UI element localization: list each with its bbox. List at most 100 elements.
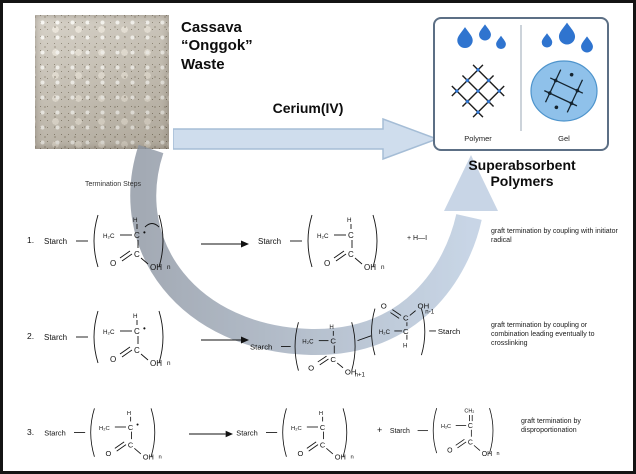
reaction-arrow [201, 336, 249, 344]
atom-h2c: H₂C [103, 329, 115, 336]
subscript-n: n [496, 451, 499, 457]
atom-starch: Starch [250, 342, 272, 351]
termination-note-2: graft termination by coupling or combina… [491, 322, 595, 348]
atom-starch: Starch [236, 428, 257, 437]
atom-oh: OH [482, 451, 492, 458]
atom-o: O [110, 355, 116, 364]
atom-o: O [447, 447, 453, 454]
subscript-n: n [381, 264, 385, 271]
subscript-n: n [167, 264, 171, 271]
cassava-photo [35, 15, 169, 149]
reaction-arrow [189, 430, 233, 438]
bonds [281, 308, 436, 371]
subscript-n: n [159, 455, 162, 461]
bonds [76, 310, 164, 364]
atom-starch: Starch [258, 237, 281, 246]
atom-c: C [128, 440, 134, 449]
structure-starch-product: Starch H₂C C H C O OH n [258, 214, 385, 272]
atom-c: C [403, 313, 409, 322]
atom-o: O [381, 302, 387, 311]
termination-note-1: graft termination by coupling with initi… [491, 228, 618, 245]
radical-dot: • [143, 228, 146, 237]
atom-h2c: H₂C [103, 233, 115, 240]
atom-h: H [319, 411, 323, 417]
structure-starch-radical: Starch H₂C C H • C O OH n [44, 214, 171, 272]
atom-ch2: CH₂ [464, 408, 474, 414]
atom-oh: OH [418, 302, 430, 311]
atom-c: C [330, 355, 336, 364]
atom-oh: OH [150, 359, 162, 368]
process-arrow [173, 117, 440, 161]
product-label: Superabsorbent Polymers [468, 157, 576, 190]
atom-oh: OH [150, 263, 162, 272]
atom-c: C [320, 440, 326, 449]
atom-h: H [127, 411, 131, 417]
atom-h: H [133, 313, 138, 320]
subscript-n-plus: n+1 [355, 371, 366, 378]
subscript-n: n [351, 455, 354, 461]
atom-o: O [106, 449, 112, 458]
atom-o: O [308, 364, 314, 373]
atom-h2c: H₂C [302, 339, 314, 346]
radical-dot: • [136, 420, 139, 429]
product-box-graphic: Polymer Gel [451, 22, 598, 143]
process-arrow-shape [173, 117, 440, 161]
section-label: Termination Steps [85, 181, 142, 188]
atom-starch: Starch [390, 428, 410, 435]
atom-c: C [320, 423, 326, 432]
atom-h: H [133, 217, 138, 224]
atom-o: O [298, 449, 304, 458]
row-number: 1. [27, 235, 35, 245]
atom-o: O [110, 259, 116, 268]
water-droplet-icon [541, 33, 553, 48]
structure-starch-radical: Starch H₂C C H • C O OH n [44, 310, 171, 368]
atom-starch: Starch [438, 327, 460, 336]
atom-oh: OH [143, 453, 154, 462]
atom-h: H [347, 217, 352, 224]
atom-h: H [329, 324, 333, 331]
atom-c: C [134, 250, 140, 259]
atom-oh: OH [364, 263, 376, 272]
source-label: Cassava “Onggok” Waste [181, 19, 253, 73]
atom-h2c: H₂C [99, 426, 110, 432]
atom-c: C [128, 423, 134, 432]
water-droplet-icon [558, 22, 576, 45]
bonds [266, 408, 348, 457]
polymer-network-icon [451, 64, 505, 118]
byproduct-text: + H—I [407, 235, 428, 242]
gel-icon [530, 60, 598, 122]
curved-arrow-shape [130, 144, 498, 356]
atom-h2c: H₂C [441, 424, 451, 430]
subscript-n-minus: n-1 [425, 309, 434, 316]
atom-starch: Starch [44, 428, 65, 437]
atom-c: C [330, 337, 336, 346]
bonds [74, 408, 156, 457]
water-droplet-icon [496, 35, 506, 49]
atom-h: H [403, 342, 407, 349]
structure-starch-radical: Starch H₂C C H • C O OH n [44, 408, 162, 462]
gel-caption: Gel [558, 134, 570, 143]
atom-h2c: H₂C [291, 426, 302, 432]
atom-h2c: H₂C [317, 233, 329, 240]
structure-unsaturated-product: Starch H₂C C CH₂ C O OH n [390, 407, 500, 458]
atom-c: C [134, 346, 140, 355]
termination-note-3: graft termination by disproportionation [521, 418, 581, 435]
atom-c: C [348, 250, 354, 259]
bonds [290, 214, 378, 268]
reaction-arrow [201, 240, 249, 248]
polymer-caption: Polymer [464, 134, 492, 143]
bonds [417, 407, 494, 454]
atom-oh: OH [345, 368, 357, 377]
bonds [76, 214, 164, 268]
water-droplet-icon [479, 24, 491, 41]
subscript-n: n [167, 360, 171, 367]
product-box: Polymer Gel [433, 17, 609, 151]
atom-c: C [403, 327, 409, 336]
atom-h2c: H₂C [379, 329, 391, 336]
atom-c: C [468, 423, 473, 430]
atom-c: C [134, 231, 140, 240]
atom-starch: Starch [44, 237, 67, 246]
atom-o: O [324, 259, 330, 268]
cerium-label: Cerium(IV) [272, 100, 344, 116]
